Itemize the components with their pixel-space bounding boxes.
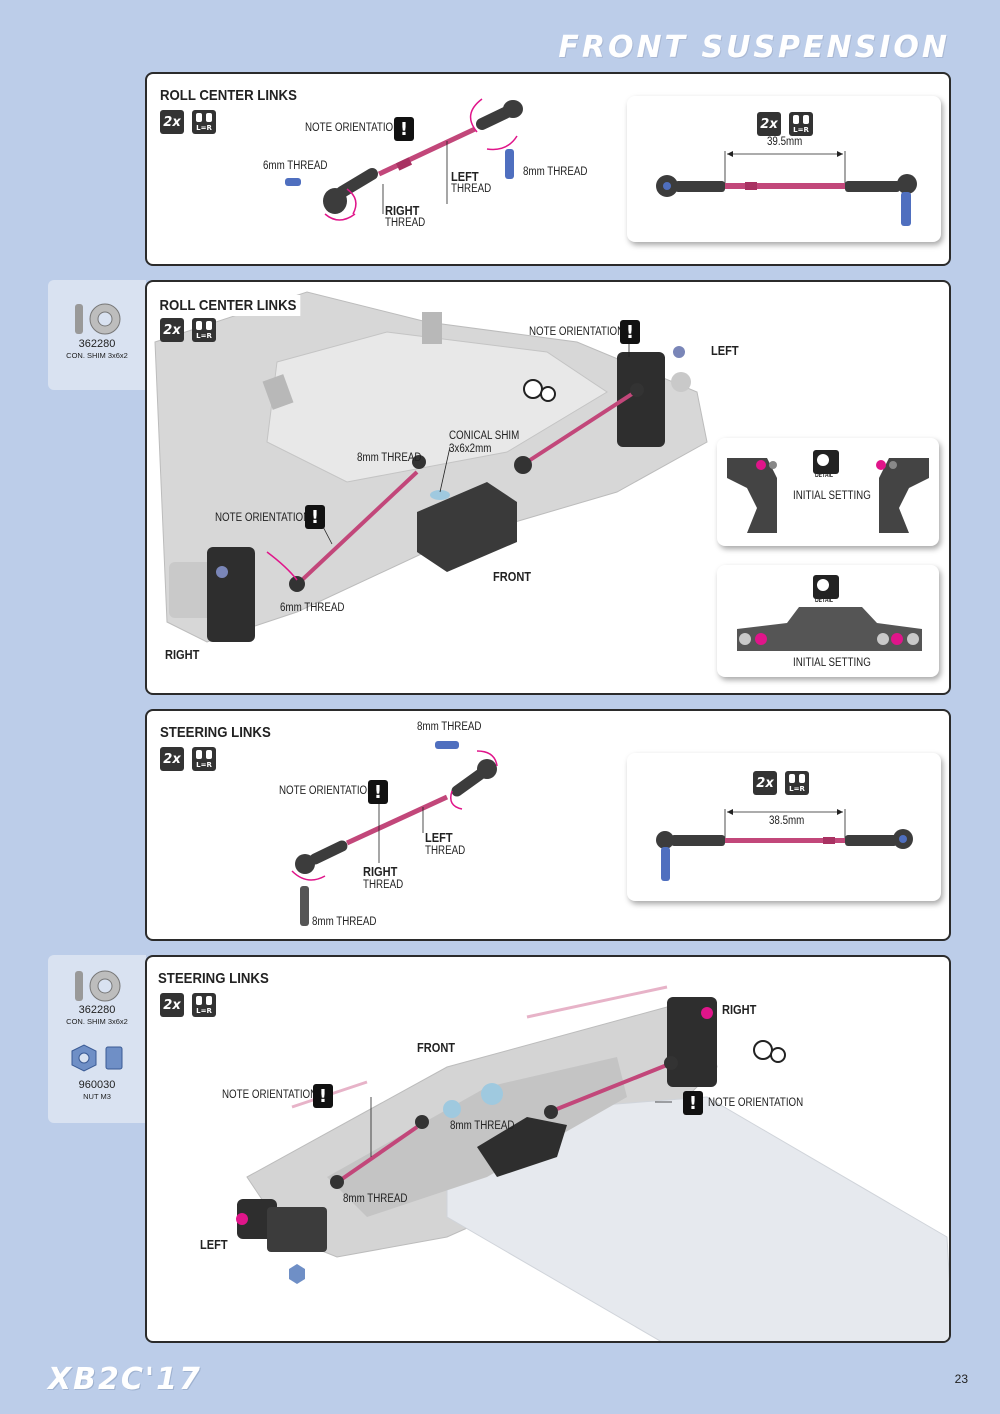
- parts-list-box: 362280 CON. SHIM 3x6x2: [48, 280, 146, 390]
- thread-6mm-label: 6mm THREAD: [263, 160, 328, 172]
- left-side-label: LEFT: [711, 343, 739, 358]
- note-orientation-label-left: NOTE ORIENTATION: [222, 1089, 318, 1101]
- left-equals-right-icon: L=R: [789, 112, 813, 136]
- left-thread-sub: THREAD: [425, 845, 466, 857]
- left-thread-label: LEFT: [451, 169, 479, 184]
- parts-list-box: 362280 CON. SHIM 3x6x2 960030 NUT M3: [48, 955, 146, 1123]
- panel-badges: 2x L=R: [160, 110, 216, 134]
- panel-badges: 2x L=R: [160, 747, 216, 771]
- panel-title: STEERING LINKS: [160, 724, 271, 741]
- note-orientation-label-top: NOTE ORIENTATION: [529, 326, 625, 338]
- conical-shim-label: CONICAL SHIM: [449, 430, 520, 442]
- mount-setting-drawing: [737, 575, 922, 651]
- part-description: CON. SHIM 3x6x2: [66, 351, 128, 360]
- panel-title: STEERING LINKS: [158, 970, 269, 987]
- right-thread-label: RIGHT: [363, 864, 398, 879]
- front-label: FRONT: [417, 1040, 456, 1055]
- chassis-install-diagram: [154, 291, 708, 643]
- panel-steering-links-step2: STEERING LINKS 2x L=R RIGHT FRONT NOTE O…: [145, 955, 951, 1343]
- conical-shim-size: 3x6x2mm: [449, 443, 492, 455]
- thread-6mm-label: 6mm THREAD: [280, 602, 345, 614]
- initial-setting-label: INITIAL SETTING: [793, 490, 871, 502]
- page-number: 23: [954, 1372, 968, 1386]
- link-length-inset: 2x L=R 38.5mm: [627, 753, 941, 901]
- inset-badges: 2x L=R: [753, 771, 809, 795]
- link-exploded-diagram: [291, 741, 498, 926]
- thread-8mm-label: 8mm THREAD: [523, 166, 588, 178]
- warning-icon: !: [683, 1091, 703, 1115]
- thread-8mm-label: 8mm THREAD: [357, 452, 422, 464]
- panel-roll-center-links-step1: ROLL CENTER LINKS 2x L=R NOTE ORIENTATIO…: [145, 72, 951, 266]
- detail-icon: DETAIL: [815, 598, 834, 604]
- thread-8mm-bottom-label: 8mm THREAD: [312, 916, 377, 928]
- quantity-badge: 2x: [160, 318, 184, 342]
- hub-setting-drawing: [727, 450, 929, 533]
- inset-badges: 2x L=R: [757, 112, 813, 136]
- nut-icon: [71, 1044, 123, 1072]
- left-equals-right-icon: L=R: [785, 771, 809, 795]
- shim-icon: [75, 970, 121, 1002]
- front-label: FRONT: [493, 569, 532, 584]
- warning-icon: !: [313, 1084, 333, 1108]
- link-length-label: 38.5mm: [769, 815, 805, 827]
- right-side-label: RIGHT: [165, 647, 200, 662]
- quantity-badge: 2x: [757, 112, 781, 136]
- right-side-label: RIGHT: [722, 1002, 757, 1017]
- panel-title: ROLL CENTER LINKS: [160, 87, 297, 104]
- link-dimension-drawing: [656, 151, 917, 226]
- part-number: 362280: [78, 1004, 116, 1016]
- quantity-badge: 2x: [753, 771, 777, 795]
- initial-setting-label: INITIAL SETTING: [793, 657, 871, 669]
- link-length-inset: 2x L=R 39.5mm: [627, 96, 941, 242]
- right-thread-sub: THREAD: [385, 217, 426, 229]
- panel-steering-links-step1: STEERING LINKS 2x L=R 8mm THREAD NOTE OR…: [145, 709, 951, 941]
- warning-icon: !: [394, 117, 414, 141]
- part-number: 960030: [78, 1079, 116, 1091]
- link-dimension-drawing: [656, 809, 913, 881]
- panel-badges: 2x L=R: [160, 993, 216, 1017]
- warning-icon: !: [620, 320, 640, 344]
- thread-8mm-label: 8mm THREAD: [343, 1193, 408, 1205]
- quantity-badge: 2x: [160, 747, 184, 771]
- initial-setting-inset-lower: DETAIL INITIAL SETTING: [717, 565, 939, 677]
- detail-icon: DETAIL: [815, 473, 834, 479]
- link-exploded-diagram: [285, 98, 523, 221]
- left-thread-sub: THREAD: [451, 183, 492, 195]
- note-orientation-label-left: NOTE ORIENTATION: [215, 512, 311, 524]
- note-orientation-label-right: NOTE ORIENTATION: [708, 1097, 804, 1109]
- quantity-badge: 2x: [160, 110, 184, 134]
- chassis-install-diagram: [236, 985, 949, 1341]
- note-orientation-label: NOTE ORIENTATION: [305, 122, 401, 134]
- link-length-label: 39.5mm: [767, 136, 803, 148]
- thread-8mm-label: 8mm THREAD: [450, 1120, 515, 1132]
- right-thread-sub: THREAD: [363, 879, 404, 891]
- left-equals-right-icon: L=R: [192, 747, 216, 771]
- thread-8mm-top-label: 8mm THREAD: [417, 721, 482, 733]
- part-number: 362280: [78, 338, 116, 350]
- part-description: CON. SHIM 3x6x2: [66, 1017, 128, 1026]
- warning-icon: !: [305, 505, 325, 529]
- initial-setting-inset-upper: DETAIL INITIAL SETTING: [717, 438, 939, 546]
- left-equals-right-icon: L=R: [192, 993, 216, 1017]
- warning-icon: !: [368, 780, 388, 804]
- right-thread-label: RIGHT: [385, 203, 420, 218]
- left-equals-right-icon: L=R: [192, 318, 216, 342]
- page-header-title: FRONT SUSPENSION: [558, 30, 950, 65]
- panel-title: ROLL CENTER LINKS: [156, 295, 300, 316]
- quantity-badge: 2x: [160, 993, 184, 1017]
- product-logo: XB2C'17: [48, 1362, 202, 1397]
- left-side-label: LEFT: [200, 1237, 228, 1252]
- left-equals-right-icon: L=R: [192, 110, 216, 134]
- shim-icon: [75, 303, 121, 335]
- panel-roll-center-links-step2: ROLL CENTER LINKS 2x L=R NOTE ORIENTATIO…: [145, 280, 951, 695]
- panel-badges: 2x L=R: [160, 318, 216, 342]
- left-thread-label: LEFT: [425, 830, 453, 845]
- part-description: NUT M3: [83, 1092, 111, 1101]
- note-orientation-label: NOTE ORIENTATION: [279, 785, 375, 797]
